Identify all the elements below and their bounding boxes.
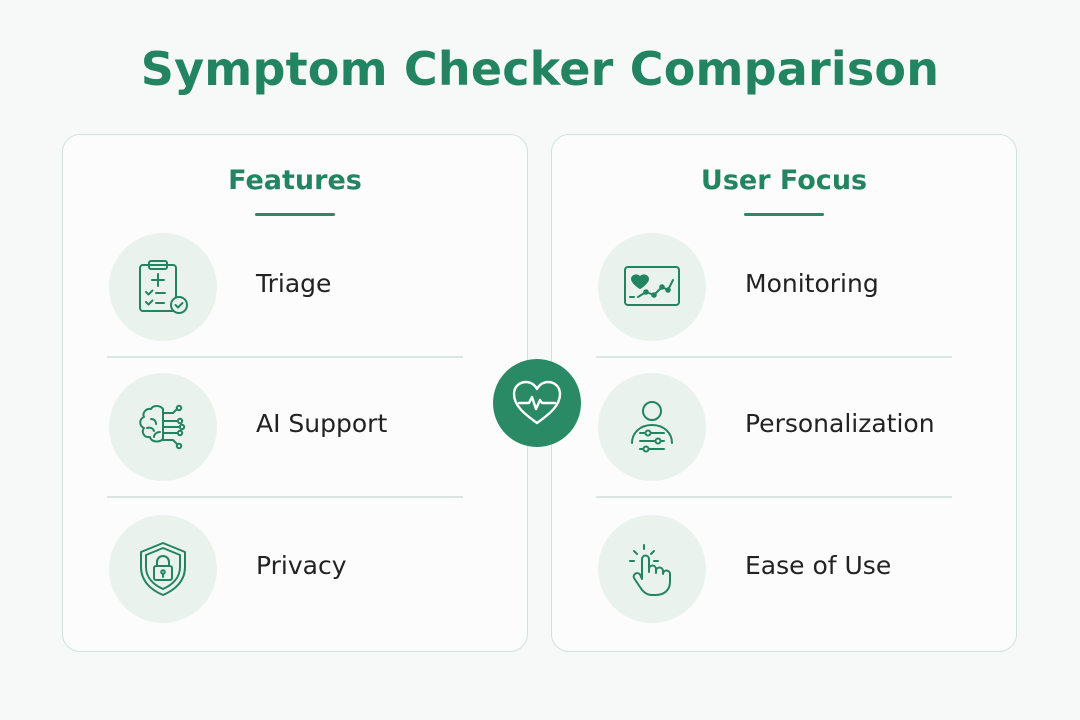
- brain-circuit-icon: [139, 404, 186, 450]
- icon-badge: [598, 373, 706, 481]
- icon-badge: [109, 515, 217, 623]
- heart-chart-icon: [624, 266, 680, 306]
- pointer-hand-icon: [629, 544, 671, 596]
- feature-label: Triage: [256, 269, 332, 298]
- page-title: Symptom Checker Comparison: [140, 42, 940, 96]
- icon-badge: [109, 233, 217, 341]
- features-panel: Features Triage: [62, 134, 528, 652]
- focus-label: Ease of Use: [745, 551, 892, 580]
- focus-item-ease-of-use: Ease of Use: [598, 515, 952, 625]
- user-focus-panel-title: User Focus: [700, 165, 868, 196]
- focus-label: Monitoring: [745, 269, 879, 298]
- center-badge: [493, 359, 581, 447]
- feature-item-ai-support: AI Support: [109, 373, 463, 483]
- user-focus-panel: User Focus Monitoring: [551, 134, 1017, 652]
- icon-badge: [109, 373, 217, 481]
- icon-badge: [598, 233, 706, 341]
- focus-item-monitoring: Monitoring: [598, 233, 952, 343]
- feature-item-triage: Triage: [109, 233, 463, 343]
- icon-badge: [598, 515, 706, 623]
- focus-item-personalization: Personalization: [598, 373, 952, 483]
- row-divider: [596, 356, 952, 358]
- features-panel-title: Features: [228, 165, 362, 196]
- focus-label: Personalization: [745, 409, 935, 438]
- user-sliders-icon: [631, 401, 673, 453]
- row-divider: [107, 356, 463, 358]
- user-focus-title-underline: [744, 213, 824, 216]
- feature-label: AI Support: [256, 409, 388, 438]
- feature-label: Privacy: [256, 551, 347, 580]
- clipboard-medical-icon: [139, 260, 188, 314]
- shield-lock-icon: [140, 542, 186, 596]
- feature-item-privacy: Privacy: [109, 515, 463, 625]
- row-divider: [596, 496, 952, 498]
- heart-pulse-icon: [512, 380, 562, 425]
- features-title-underline: [255, 213, 335, 216]
- row-divider: [107, 496, 463, 498]
